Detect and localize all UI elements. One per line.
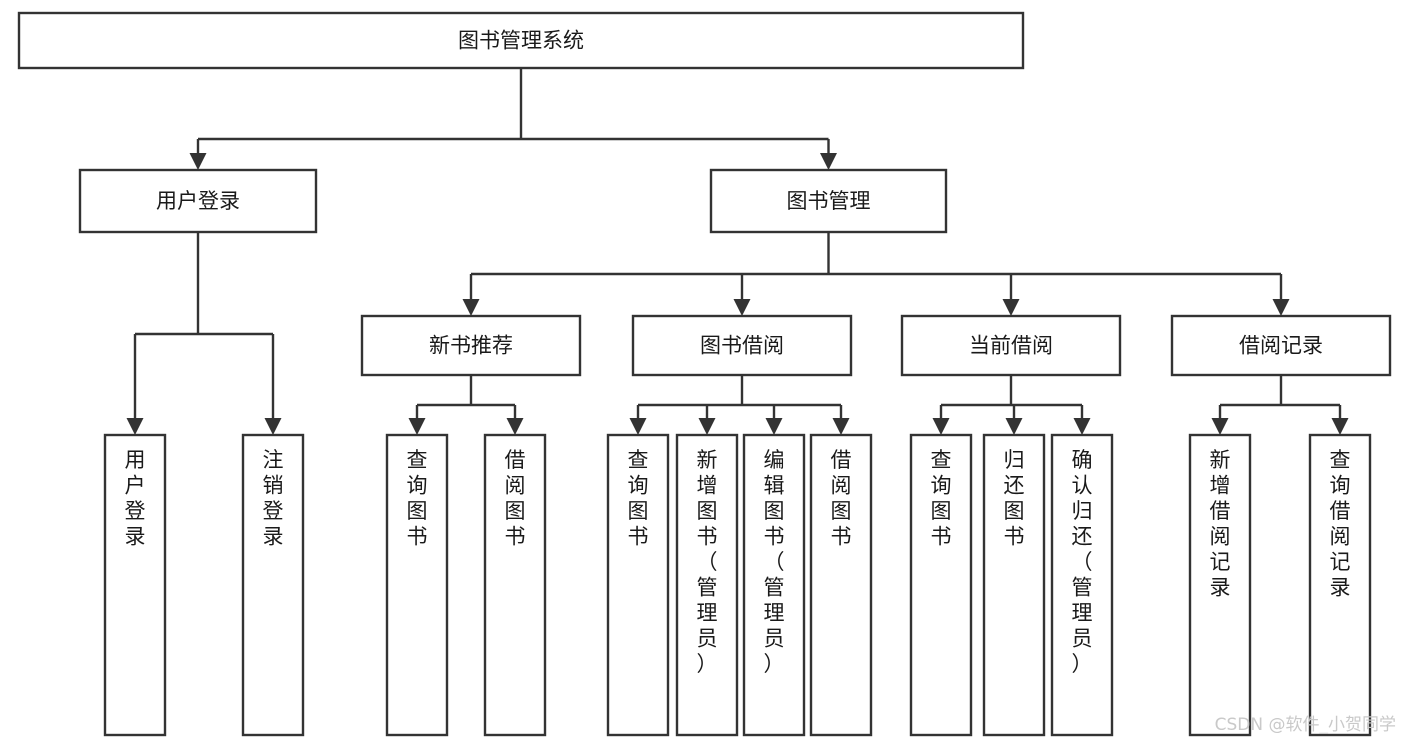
node-label-new-book-rec: 新书推荐 — [429, 334, 513, 358]
nodes-layer: 图书管理系统用户登录图书管理新书推荐图书借阅当前借阅借阅记录用户登录注销登录查询… — [17, 11, 1392, 737]
node-label-cb-confirm-return: 确认归还（管理员） — [1072, 448, 1093, 676]
node-br-add-record[interactable]: 新增借阅记录 — [1188, 433, 1252, 737]
node-cb-confirm-return[interactable]: 确认归还（管理员） — [1050, 433, 1114, 737]
arrow-head-icon — [698, 418, 716, 435]
node-box-cb-confirm-return — [1050, 433, 1114, 737]
arrow-head-icon — [1211, 418, 1229, 435]
node-box-bb-query-book — [606, 433, 670, 737]
connectors-layer — [126, 68, 1349, 435]
arrow-head-icon — [629, 418, 647, 435]
node-box-bb-edit-book — [742, 433, 806, 737]
arrow-head-icon — [1005, 418, 1023, 435]
node-root[interactable]: 图书管理系统 — [17, 11, 1025, 70]
node-nbr-query-book[interactable]: 查询图书 — [385, 433, 449, 737]
node-bb-add-book[interactable]: 新增图书（管理员） — [675, 433, 739, 737]
node-box-bb-add-book — [675, 433, 739, 737]
node-borrow-record[interactable]: 借阅记录 — [1170, 314, 1392, 377]
node-box-book-borrow — [631, 314, 853, 377]
node-book-manage[interactable]: 图书管理 — [709, 168, 948, 234]
node-box-borrow-record — [1170, 314, 1392, 377]
node-box-br-query-record — [1308, 433, 1372, 737]
node-box-new-book-rec — [360, 314, 582, 377]
node-label-borrow-record: 借阅记录 — [1239, 334, 1323, 358]
arrow-head-icon — [1002, 299, 1020, 316]
node-label-cb-query-book: 查询图书 — [931, 448, 952, 549]
arrow-head-icon — [733, 299, 751, 316]
node-box-leaf-user-logout — [241, 433, 305, 737]
node-label-nbr-query-book: 查询图书 — [407, 448, 428, 549]
node-label-user-login: 用户登录 — [156, 189, 240, 213]
node-bb-edit-book[interactable]: 编辑图书（管理员） — [742, 433, 806, 737]
arrow-head-icon — [1272, 299, 1290, 316]
node-box-nbr-borrow-book — [483, 433, 547, 737]
node-label-nbr-borrow-book: 借阅图书 — [505, 448, 526, 549]
node-user-login[interactable]: 用户登录 — [78, 168, 318, 234]
node-leaf-user-login[interactable]: 用户登录 — [103, 433, 167, 737]
node-cb-return-book[interactable]: 归还图书 — [982, 433, 1046, 737]
node-label-bb-borrow-book: 借阅图书 — [831, 448, 852, 549]
arrow-head-icon — [506, 418, 524, 435]
arrow-head-icon — [264, 418, 282, 435]
node-box-root — [17, 11, 1025, 70]
node-label-book-manage: 图书管理 — [787, 189, 871, 213]
node-box-book-manage — [709, 168, 948, 234]
node-box-current-borrow — [900, 314, 1122, 377]
node-new-book-rec[interactable]: 新书推荐 — [360, 314, 582, 377]
node-label-br-query-record: 查询借阅记录 — [1330, 448, 1351, 600]
node-book-borrow[interactable]: 图书借阅 — [631, 314, 853, 377]
node-label-bb-add-book: 新增图书（管理员） — [697, 448, 718, 676]
node-box-br-add-record — [1188, 433, 1252, 737]
node-label-leaf-user-logout: 注销登录 — [263, 448, 284, 549]
node-bb-borrow-book[interactable]: 借阅图书 — [809, 433, 873, 737]
csdn-watermark: CSDN @软件_小贺同学 — [1215, 715, 1396, 735]
arrow-head-icon — [1073, 418, 1091, 435]
node-box-cb-query-book — [909, 433, 973, 737]
arrow-head-icon — [1331, 418, 1349, 435]
node-box-bb-borrow-book — [809, 433, 873, 737]
node-box-user-login — [78, 168, 318, 234]
arrow-head-icon — [765, 418, 783, 435]
arrow-head-icon — [408, 418, 426, 435]
node-label-cb-return-book: 归还图书 — [1004, 448, 1025, 549]
node-br-query-record[interactable]: 查询借阅记录 — [1308, 433, 1372, 737]
node-bb-query-book[interactable]: 查询图书 — [606, 433, 670, 737]
arrow-head-icon — [820, 153, 837, 170]
node-label-br-add-record: 新增借阅记录 — [1210, 448, 1231, 600]
node-box-leaf-user-login — [103, 433, 167, 737]
arrow-head-icon — [462, 299, 480, 316]
node-current-borrow[interactable]: 当前借阅 — [900, 314, 1122, 377]
arrow-head-icon — [126, 418, 144, 435]
arrow-head-icon — [189, 153, 207, 170]
node-leaf-user-logout[interactable]: 注销登录 — [241, 433, 305, 737]
node-label-bb-query-book: 查询图书 — [628, 448, 649, 549]
arrow-head-icon — [832, 418, 850, 435]
arrow-head-icon — [932, 418, 950, 435]
node-box-cb-return-book — [982, 433, 1046, 737]
node-label-bb-edit-book: 编辑图书（管理员） — [764, 448, 785, 676]
node-label-current-borrow: 当前借阅 — [969, 334, 1053, 358]
node-label-leaf-user-login: 用户登录 — [125, 448, 146, 549]
node-nbr-borrow-book[interactable]: 借阅图书 — [483, 433, 547, 737]
node-cb-query-book[interactable]: 查询图书 — [909, 433, 973, 737]
node-label-root: 图书管理系统 — [458, 29, 584, 53]
node-box-nbr-query-book — [385, 433, 449, 737]
node-label-book-borrow: 图书借阅 — [700, 334, 784, 358]
